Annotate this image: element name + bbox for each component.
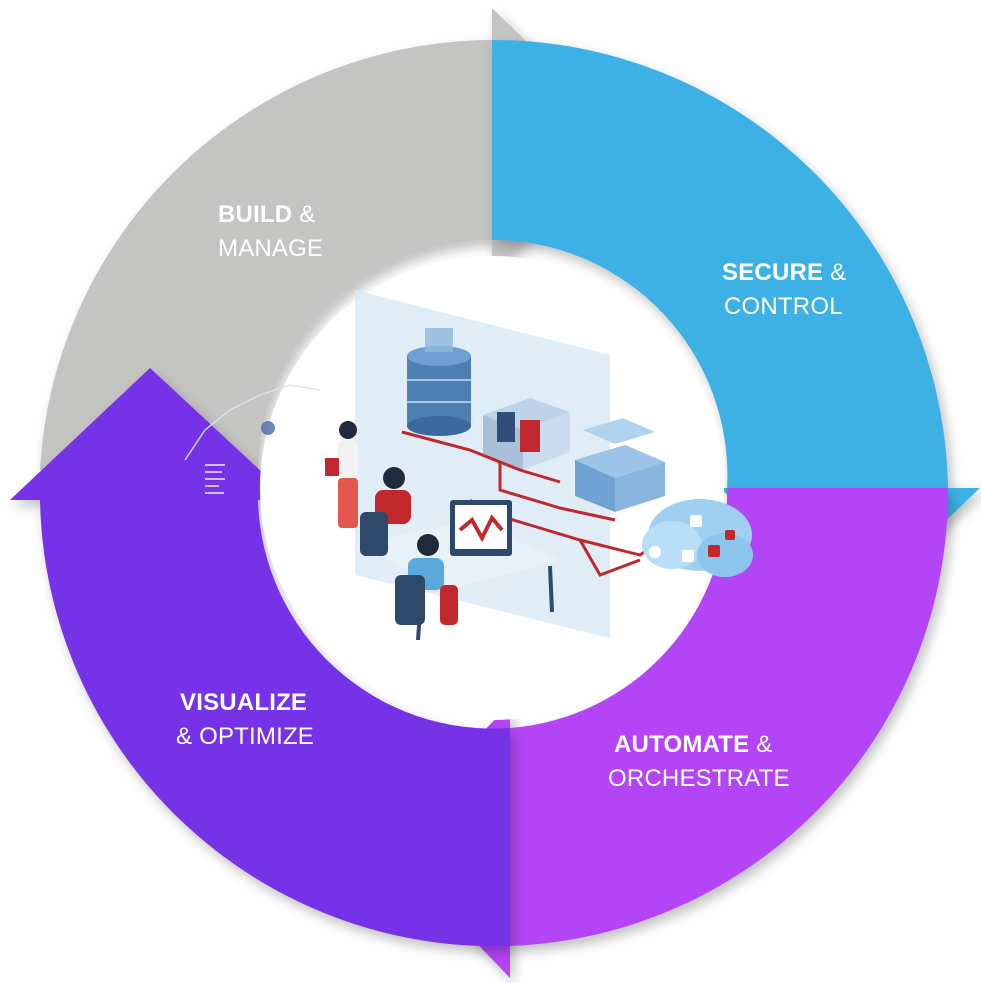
visualize-optimize-arrow bbox=[10, 368, 510, 947]
label-build-bold: BUILD bbox=[218, 201, 293, 228]
label-secure-line2: CONTROL bbox=[724, 293, 843, 320]
automate-orchestrate-arrow bbox=[378, 488, 949, 978]
people-working-icon bbox=[325, 421, 458, 625]
center-illustration bbox=[184, 290, 753, 641]
label-secure-bold: SECURE bbox=[722, 259, 824, 286]
label-visualize-bold: VISUALIZE bbox=[180, 689, 308, 716]
server-stack-icon bbox=[575, 418, 665, 512]
build-manage-arrow bbox=[40, 8, 628, 470]
label-automate-amp: & bbox=[749, 731, 773, 758]
data-stream-icon bbox=[184, 384, 321, 494]
label-automate-bold: AUTOMATE bbox=[614, 731, 750, 758]
monitor-chart-icon bbox=[358, 500, 560, 641]
label-secure-amp: & bbox=[823, 259, 847, 286]
label-build-manage: BUILD & MANAGE bbox=[218, 198, 323, 266]
secure-control-arrow bbox=[492, 39, 980, 612]
database-icon bbox=[407, 328, 471, 436]
cloud-apps-icon bbox=[642, 499, 753, 584]
label-visualize-line2: & OPTIMIZE bbox=[176, 723, 315, 750]
label-automate-line2: ORCHESTRATE bbox=[608, 765, 790, 792]
label-visualize-optimize: VISUALIZE & OPTIMIZE bbox=[176, 686, 314, 754]
label-build-line2: MANAGE bbox=[218, 235, 324, 262]
label-secure-control: SECURE & CONTROL bbox=[722, 256, 846, 324]
label-automate-orchestrate: AUTOMATE & ORCHESTRATE bbox=[608, 728, 790, 796]
storage-rack-icon bbox=[483, 398, 570, 470]
label-build-amp: & bbox=[292, 201, 316, 228]
